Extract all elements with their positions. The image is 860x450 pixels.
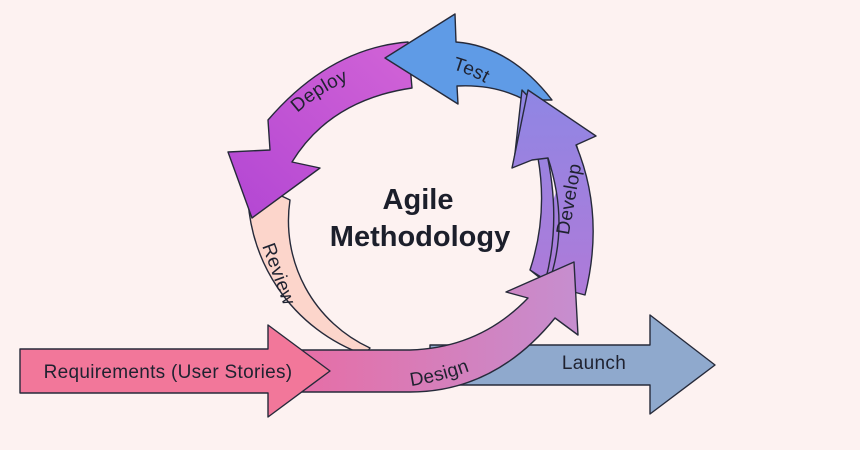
launch-label: Launch xyxy=(562,353,626,374)
requirements-arrow xyxy=(19,324,331,418)
diagram-title-line2: Methodology xyxy=(330,221,510,253)
design-arrow xyxy=(299,261,579,393)
diagram-title-line1: Agile xyxy=(383,184,454,216)
develop-body xyxy=(511,89,597,296)
requirements-label: Requirements (User Stories) xyxy=(44,362,293,383)
launch-arrow xyxy=(429,314,716,415)
deploy-arrow xyxy=(227,41,413,219)
